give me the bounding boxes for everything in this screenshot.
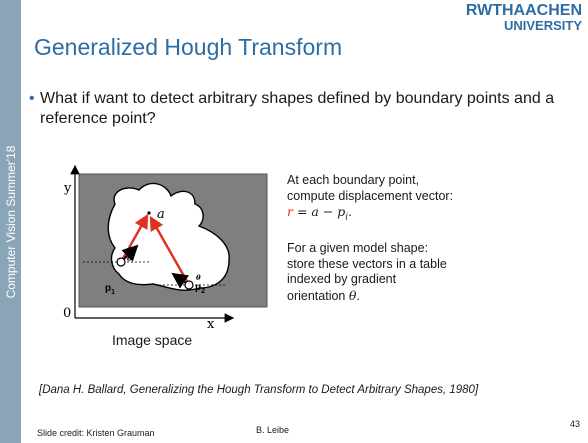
reference-label: a xyxy=(157,207,165,222)
reference-point xyxy=(147,211,151,215)
origin-label: 0 xyxy=(63,306,71,321)
slide-credit: Slide credit: Kristen Grauman xyxy=(37,428,155,438)
p2-label: p2 xyxy=(195,282,205,295)
explanation-line: indexed by gradient xyxy=(287,272,397,286)
bullet-marker: • xyxy=(29,90,35,107)
formula-body: = a − p xyxy=(292,204,346,219)
theta-label-p2: θ xyxy=(196,273,201,282)
sidebar-band xyxy=(0,0,21,443)
explanation-line: At each boundary point, xyxy=(287,173,420,187)
orientation-theta: θ xyxy=(348,287,357,303)
sidebar-label: Computer Vision Summer'18 xyxy=(0,0,21,443)
figure-caption: Image space xyxy=(112,332,193,348)
bullet-point: • What if want to detect arbitrary shape… xyxy=(29,89,575,129)
formula-subscript: i xyxy=(345,212,349,223)
boundary-point-p1 xyxy=(116,257,126,267)
explanation-line: orientation θ. xyxy=(287,288,507,305)
slide-author: B. Leibe xyxy=(256,425,290,435)
hough-figure: y x 0 a θ θ p1 p2 xyxy=(55,160,275,360)
boundary-point-p2 xyxy=(184,280,194,290)
logo-line2: UNIVERSITY xyxy=(504,18,582,33)
citation: [Dana H. Ballard, Generalizing the Hough… xyxy=(39,384,479,396)
explanation-text: At each boundary point, compute displace… xyxy=(287,173,507,304)
bullet-text: What if want to detect arbitrary shapes … xyxy=(40,90,555,127)
orientation-text: orientation xyxy=(287,288,349,303)
p1-label: p1 xyxy=(105,283,115,296)
logo-line1: RWTHAACHEN xyxy=(466,2,582,19)
explanation-line: store these vectors in a table xyxy=(287,256,447,271)
sidebar-text: Computer Vision Summer'18 xyxy=(3,145,18,298)
displacement-formula: r = a − pi. xyxy=(287,204,507,226)
y-axis-label: y xyxy=(63,181,72,196)
theta-label-p1: θ xyxy=(127,254,132,263)
orientation-end: . xyxy=(356,288,360,303)
formula-r: r xyxy=(287,204,293,219)
explanation-line: compute displacement vector: xyxy=(287,188,454,203)
explanation-line: For a given model shape: xyxy=(287,241,429,255)
formula-end: . xyxy=(348,204,353,219)
page-number: 43 xyxy=(569,419,580,429)
slide-title: Generalized Hough Transform xyxy=(34,34,343,60)
university-logo: RWTHAACHEN UNIVERSITY xyxy=(466,0,584,38)
model-shape xyxy=(107,182,230,291)
x-axis-label: x xyxy=(207,317,215,332)
